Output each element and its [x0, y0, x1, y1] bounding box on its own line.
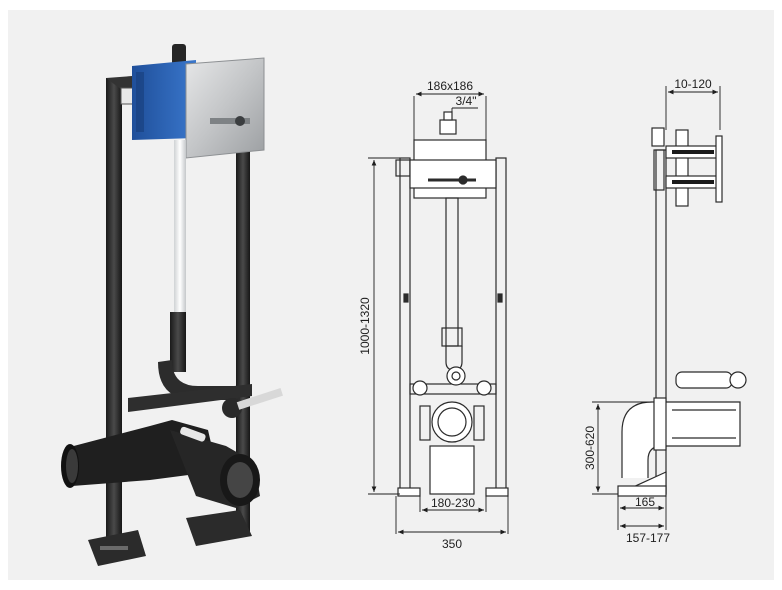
- cistern-box: [132, 60, 196, 140]
- dim-drain-projection: 165: [635, 495, 655, 509]
- product-photo: [61, 44, 283, 566]
- side-view-drawing: [617, 127, 747, 497]
- frame-post-left: [106, 78, 122, 556]
- dim-wall-depth: 10-120: [674, 77, 712, 91]
- dim-frame-width: 350: [442, 537, 462, 551]
- dim-drain-spacing: 180-230: [431, 496, 475, 510]
- flush-plate: [185, 57, 265, 159]
- dim-thread: 3/4": [456, 94, 477, 108]
- dim-drain-height: 300-620: [583, 426, 597, 470]
- supply-pipe: [174, 140, 186, 320]
- frame-post-right: [236, 140, 250, 536]
- dim-plate-size: 186x186: [427, 79, 473, 93]
- dimension-lines: [368, 86, 721, 535]
- dim-projection-range: 157-177: [626, 531, 670, 545]
- front-view-drawing: [395, 111, 509, 497]
- dim-height: 1000-1320: [358, 297, 372, 355]
- dimension-labels: 186x186 3/4" 10-120 1000-1320 300-620 18…: [358, 77, 712, 551]
